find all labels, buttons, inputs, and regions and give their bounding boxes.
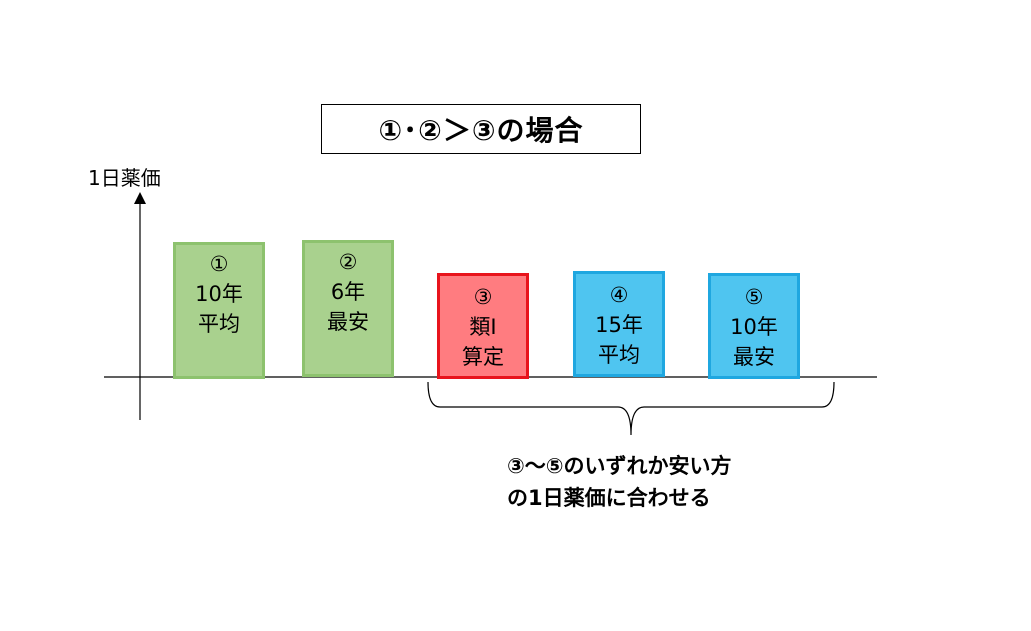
bar-2-line2: 最安 bbox=[327, 310, 369, 334]
note-line-2: の1日薬価に合わせる bbox=[507, 486, 711, 510]
conclusion-note: ③～⑤のいずれか安い方 の1日薬価に合わせる bbox=[507, 450, 732, 514]
bar-3-line1: 類Ⅰ bbox=[469, 315, 497, 339]
bar-5-line2: 最安 bbox=[733, 345, 775, 369]
bar-3-line2: 算定 bbox=[462, 345, 504, 369]
title-box: ①･②＞③の場合 bbox=[321, 104, 641, 154]
bar-5-number: ⑤ bbox=[744, 285, 764, 309]
bar-4-number: ④ bbox=[609, 283, 629, 307]
bar-5-line1: 10年 bbox=[730, 315, 778, 339]
brace-bracket bbox=[427, 381, 835, 436]
bar-2-line1: 6年 bbox=[330, 280, 366, 304]
bar-1: ① 10年 平均 bbox=[173, 242, 265, 379]
bar-4: ④ 15年 平均 bbox=[573, 271, 665, 377]
note-line-1: ③～⑤のいずれか安い方 bbox=[507, 454, 732, 478]
y-axis-label: 1日薬価 bbox=[88, 166, 161, 190]
diagram-title: ①･②＞③の場合 bbox=[378, 114, 584, 147]
bar-5: ⑤ 10年 最安 bbox=[708, 273, 800, 379]
bar-1-line2: 平均 bbox=[198, 312, 240, 336]
bar-1-number: ① bbox=[209, 252, 229, 276]
bar-2: ② 6年 最安 bbox=[302, 240, 394, 377]
bar-2-number: ② bbox=[338, 250, 358, 274]
bar-1-line1: 10年 bbox=[195, 282, 243, 306]
bar-3: ③ 類Ⅰ 算定 bbox=[437, 273, 529, 379]
bar-4-line1: 15年 bbox=[595, 313, 643, 337]
bar-4-line2: 平均 bbox=[598, 343, 640, 367]
bar-3-number: ③ bbox=[473, 285, 493, 309]
